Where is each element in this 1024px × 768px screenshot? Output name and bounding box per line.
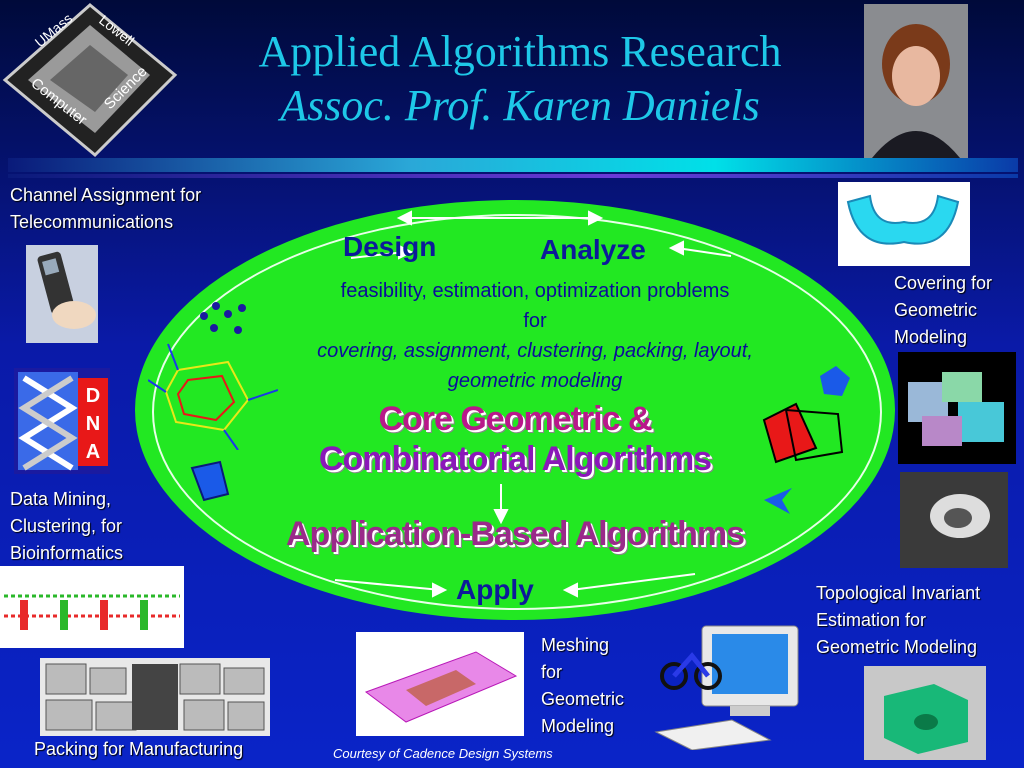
label-channel-assignment: Channel Assignment for Telecommunication… [10,185,202,232]
phone-image [26,245,98,343]
cycle-ring [152,214,882,610]
application-based-algorithms: Application-Based Algorithms [285,515,745,553]
page-subtitle: Assoc. Prof. Karen Daniels [280,81,760,130]
divider-bar-thin [8,174,1018,178]
courtesy-note: Courtesy of Cadence Design Systems [333,746,553,761]
dna-letter-a: A [86,441,100,463]
cycle-arrows [334,210,732,598]
mesh-image [356,632,524,736]
dna-letter-d: D [86,385,100,407]
cycle-apply: Apply [456,574,534,605]
voronoi-icon [148,343,278,450]
polygon-cover-icon [762,402,844,464]
portrait-photo [864,4,968,158]
clustering-image [0,566,184,648]
dna-letter-n: N [86,413,100,435]
label-packing: Packing for Manufacturing [34,739,244,759]
topology-image [900,472,1008,568]
label-covering: Covering for Geometric Modeling [894,273,993,347]
cycle-analyze: Analyze [540,234,646,265]
label-topological: Topological Invariant Estimation for Geo… [816,583,981,657]
cube-model-image [864,666,986,760]
label-meshing: Meshing for Geometric Modeling [541,635,625,736]
core-algorithms-line1: Core Geometric & [378,400,652,438]
3d-blocks-image [898,352,1016,464]
covering-image [838,182,970,266]
divider-bar [8,158,1018,172]
dna-image: D N A [14,368,110,474]
label-data-mining: Data Mining, Clustering, for Bioinformat… [10,489,124,563]
problems-text: feasibility, estimation, optimization pr… [317,280,753,392]
page-title: Applied Algorithms Research [258,27,782,76]
dots-icon [200,302,246,334]
arrowhead-icon [764,488,792,514]
core-algorithms-line2: Combinatorial Algorithms [318,440,712,478]
cube-shape-icon [190,460,230,502]
packing-image [40,658,270,736]
cycle-design: Design [343,231,437,262]
pentagon-icon [820,366,850,396]
umass-lowell-logo: UMass Lowell Computer Science [2,3,178,158]
computer-image [654,625,799,750]
